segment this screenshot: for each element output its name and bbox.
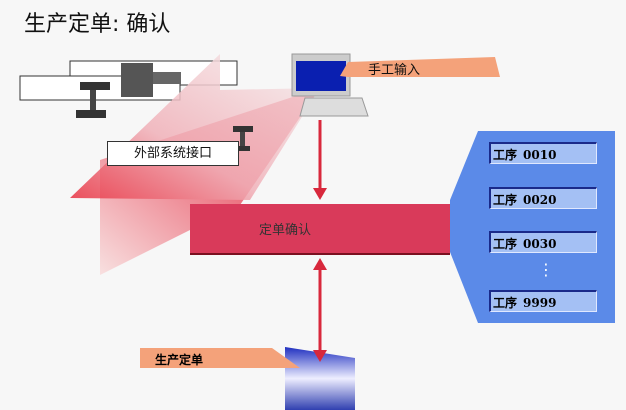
ellipsis: ⋮ (538, 260, 554, 279)
order-confirmation-box (190, 204, 450, 254)
computer-icon (291, 53, 369, 117)
operations-panel (450, 131, 615, 323)
page-title: 生产定单: 确认 (24, 12, 171, 37)
manual-input-label: 手工输入 (368, 63, 421, 78)
order-confirmation-label: 定单确认 (259, 223, 312, 238)
drill-press-icon (230, 126, 253, 151)
production-order-label: 生产定单 (155, 353, 204, 367)
manual-input-callout (340, 57, 500, 77)
drill-press-icon (76, 82, 110, 118)
production-order-callout (140, 348, 300, 368)
production-order-document-icon (285, 347, 355, 410)
external-interface-label: 外部系统接口 (107, 141, 239, 166)
machine-icon (121, 63, 181, 97)
